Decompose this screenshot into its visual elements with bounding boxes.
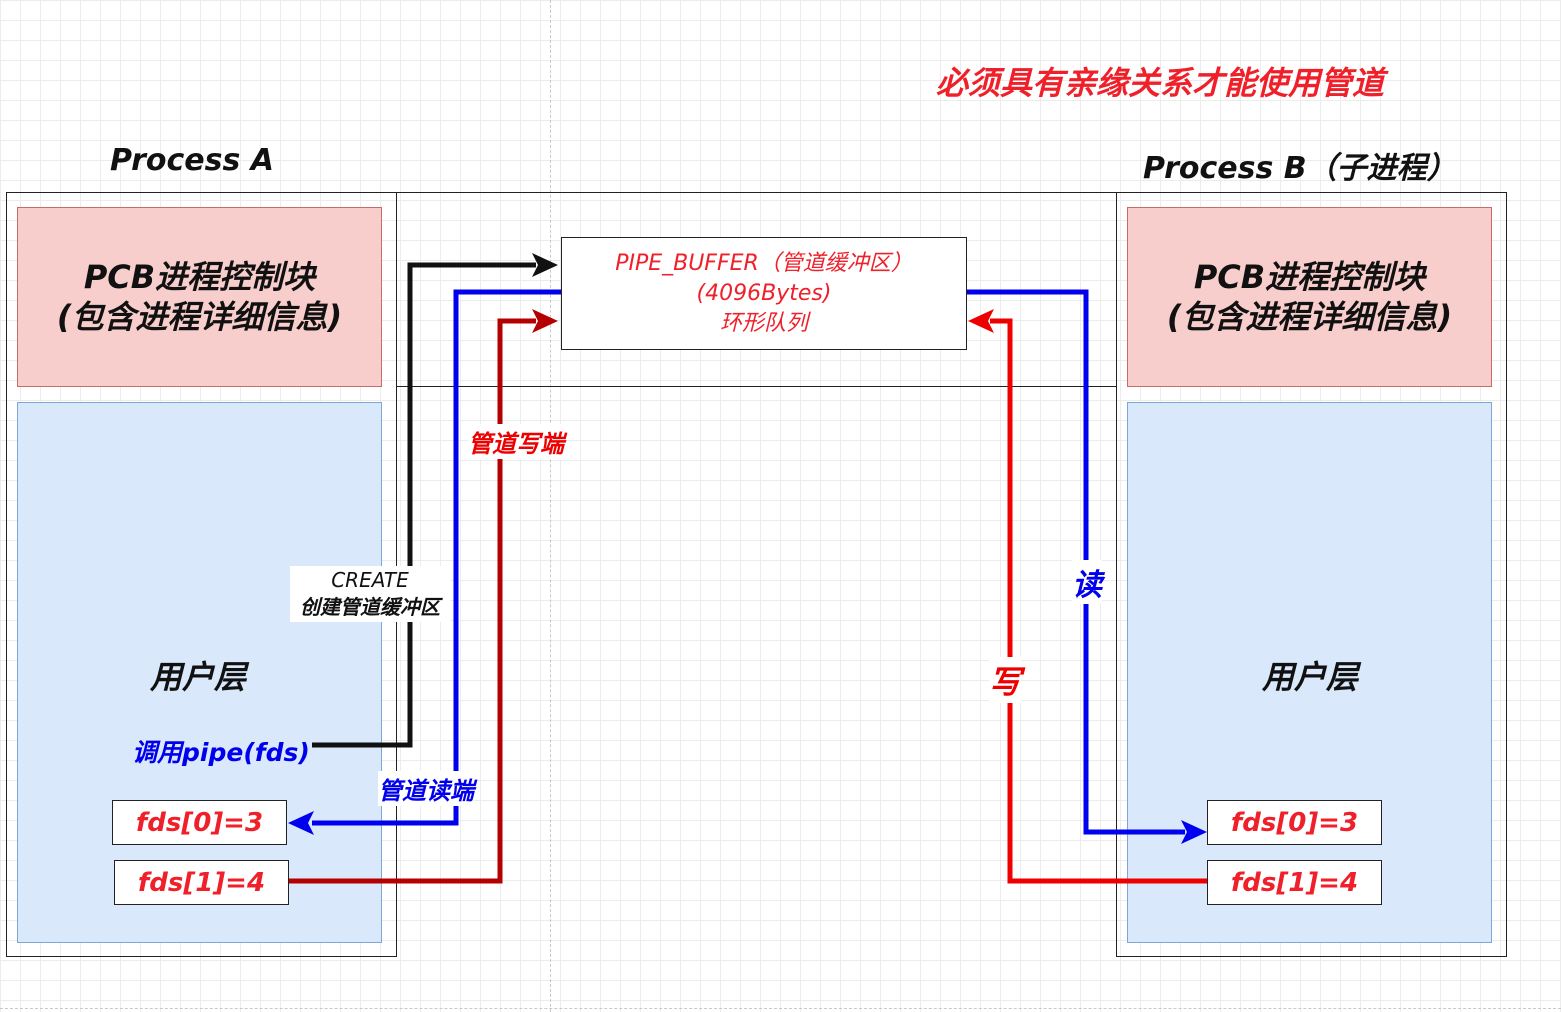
- b-read-arrowhead: [1181, 820, 1207, 844]
- read-label: 读: [1072, 560, 1102, 604]
- b-write-arrowhead: [968, 309, 994, 333]
- a-read-arrowhead: [288, 811, 314, 835]
- write-end-label: 管道写端: [468, 424, 564, 459]
- a-write-line: [289, 318, 536, 884]
- guide-horizontal: [0, 1008, 1561, 1009]
- pipe-buffer-line1: PIPE_BUFFER（管道缓冲区）: [615, 250, 913, 276]
- process-a-user-layer-label: 用户层: [150, 658, 247, 696]
- b-write-line: [990, 318, 1207, 884]
- create-label: CREATE 创建管道缓冲区: [290, 566, 450, 622]
- process-b-pcb-line2: (包含进程详细信息): [1166, 298, 1453, 336]
- guide-vertical: [550, 0, 551, 1012]
- process-b-fd1-text: fds[1]=4: [1230, 867, 1359, 898]
- create-label-line2: 创建管道缓冲区: [300, 595, 440, 619]
- process-a-user-layer: [17, 402, 382, 943]
- process-b-fd0-text: fds[0]=3: [1230, 807, 1359, 838]
- process-b-pcb-line1: PCB进程控制块: [1193, 258, 1426, 296]
- process-b-fd1: fds[1]=4: [1207, 860, 1382, 905]
- top-note: 必须具有亲缘关系才能使用管道: [936, 64, 1385, 102]
- pipe-buffer-line2: (4096Bytes): [696, 280, 832, 306]
- process-b-title: Process B（子进程）: [1143, 151, 1457, 186]
- process-b-fd0: fds[0]=3: [1207, 800, 1382, 845]
- process-a-fd0-text: fds[0]=3: [135, 807, 264, 838]
- kernel-boundary: [397, 192, 1117, 387]
- create-arrowhead: [532, 253, 558, 277]
- pipe-buffer-line3: 环形队列: [719, 310, 808, 336]
- create-arrow-line: [312, 262, 536, 748]
- process-b-pcb: PCB进程控制块 (包含进程详细信息): [1127, 207, 1492, 387]
- read-end-label: 管道读端: [378, 771, 474, 806]
- a-read-line: [312, 289, 561, 826]
- process-a-title: Process A: [110, 143, 274, 178]
- process-a-fd1-text: fds[1]=4: [137, 867, 266, 898]
- process-a-pcb: PCB进程控制块 (包含进程详细信息): [17, 207, 382, 387]
- process-a-pcb-line1: PCB进程控制块: [83, 258, 316, 296]
- pipe-buffer: PIPE_BUFFER（管道缓冲区） (4096Bytes) 环形队列: [561, 237, 967, 350]
- process-a-pcb-line2: (包含进程详细信息): [56, 298, 343, 336]
- process-b-frame: [1116, 192, 1507, 957]
- create-label-line1: CREATE: [331, 568, 409, 592]
- process-b-user-layer-label: 用户层: [1262, 658, 1359, 696]
- write-label: 写: [989, 657, 1022, 703]
- a-write-arrowhead: [532, 309, 558, 333]
- process-b-user-layer: [1127, 402, 1492, 943]
- pipe-call-label: 调用pipe(fds): [132, 738, 310, 767]
- process-a-fd1: fds[1]=4: [114, 860, 289, 905]
- process-a-fd0: fds[0]=3: [112, 800, 287, 845]
